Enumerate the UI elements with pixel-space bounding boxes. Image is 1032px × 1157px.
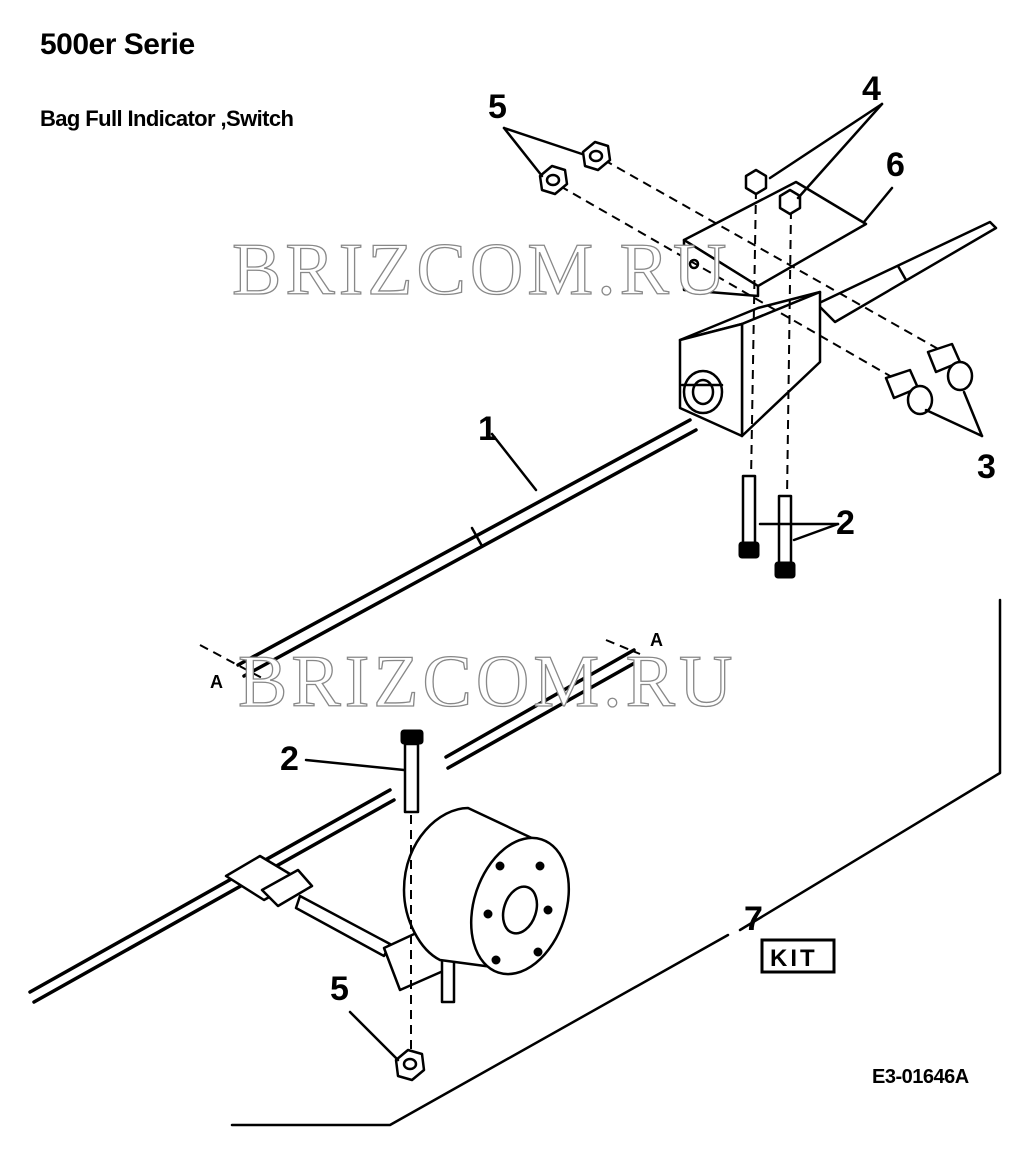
kit-label-box: KIT bbox=[760, 938, 836, 974]
callout-screw-lower: 2 bbox=[280, 740, 299, 778]
hex-nut-icon bbox=[538, 164, 569, 196]
rivet-icon bbox=[926, 342, 974, 392]
callout-screw-upper: 2 bbox=[836, 504, 855, 542]
mounting-bracket bbox=[682, 180, 868, 298]
hex-nut-icon bbox=[581, 140, 612, 172]
hex-nut-icon bbox=[394, 1048, 426, 1082]
callout-nut-lower: 5 bbox=[330, 970, 349, 1008]
callout-nut-upper: 4 bbox=[862, 70, 881, 108]
hex-nut-icon bbox=[744, 168, 768, 196]
lower-cable bbox=[28, 648, 642, 1004]
screw-icon bbox=[774, 494, 796, 579]
cable-clamp bbox=[224, 854, 392, 958]
callout-rivet: 3 bbox=[977, 448, 996, 486]
callout-kit: 7 bbox=[744, 900, 763, 938]
callout-bracket: 6 bbox=[886, 146, 905, 184]
watermark: BRIZCOM.RU bbox=[237, 640, 737, 723]
hex-nut-icon bbox=[778, 188, 802, 216]
kit-label: KIT bbox=[770, 945, 818, 972]
indicator-motor bbox=[402, 806, 571, 976]
page-title: 500er Serie bbox=[40, 28, 195, 61]
rivet-icon bbox=[884, 368, 934, 416]
section-mark-right: A bbox=[650, 630, 663, 650]
page-subtitle: Bag Full Indicator ,Switch bbox=[40, 106, 294, 131]
cable-tip bbox=[815, 220, 998, 324]
watermark: BRIZCOM.RU bbox=[231, 228, 731, 311]
assembly-lines-upper bbox=[199, 159, 941, 679]
drawing-code: E3-01646A bbox=[872, 1066, 969, 1088]
screw-icon bbox=[400, 729, 424, 814]
section-mark-left: A bbox=[210, 672, 223, 692]
drive-cable bbox=[236, 418, 698, 678]
screw-icon bbox=[738, 474, 760, 559]
callout-cable: 1 bbox=[478, 410, 497, 448]
kit-outline bbox=[230, 598, 1002, 1127]
callout-nut-pair: 5 bbox=[488, 88, 507, 126]
switch-body bbox=[678, 290, 822, 438]
leader-lines bbox=[304, 102, 984, 1062]
